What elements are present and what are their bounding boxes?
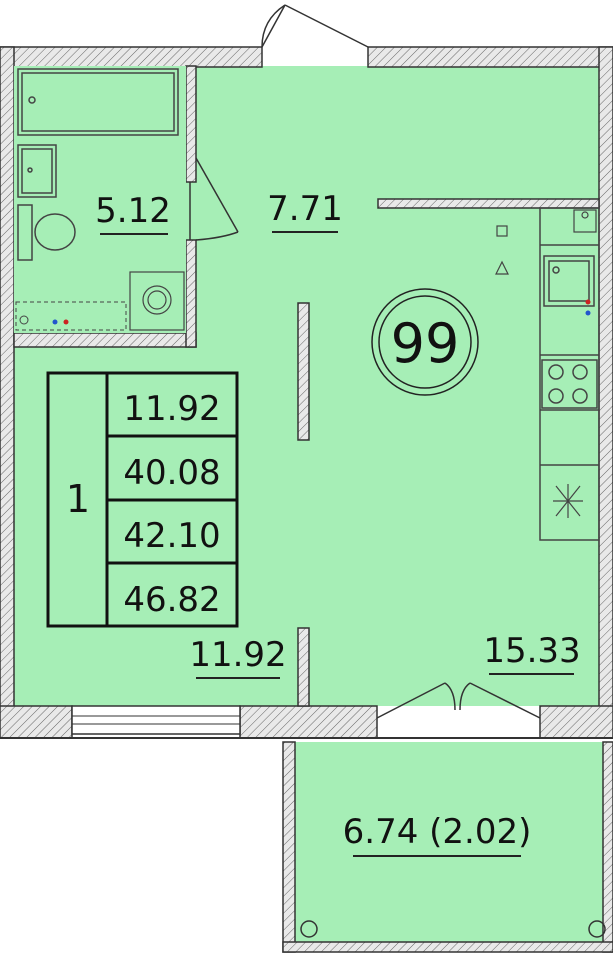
summary-total-area-reduced-balcony: 42.10 [123,516,220,556]
kitchen-sink [543,255,595,316]
balcony-door [376,682,541,719]
summary-living-area: 11.92 [123,389,220,429]
bathroom-floor [14,66,186,333]
kitchen-counter [539,207,600,541]
fridge [553,484,583,518]
balcony-floor [294,742,604,942]
summary-total-area-full-balcony: 46.82 [123,580,220,620]
kitchen-area-label: 15.33 [483,631,580,671]
toilet [17,204,76,261]
pillar-upper [297,302,310,441]
area-summary-table [46,371,239,628]
balcony-area-label: 6.74 (2.02) [343,812,532,852]
bathtub [17,68,179,136]
washbasin [17,144,57,198]
apartment-number: 99 [391,312,460,375]
summary-total-area: 40.08 [123,453,220,493]
apartment-number-badge: 99 [371,288,479,396]
living-room-area-label: 11.92 [189,635,286,675]
kitchen-partition [377,198,600,209]
bathroom-pipes [15,301,127,331]
bathroom-door [189,157,239,241]
entrance-door [261,4,369,48]
balcony-railing [282,741,613,953]
meter-icons [495,225,509,275]
bathroom-walls [13,65,197,348]
vent-shaft [573,209,597,233]
hallway-area-label: 7.71 [267,189,343,229]
shower-tray [129,271,185,331]
pillar-lower [297,627,310,707]
window [71,705,241,735]
room-count: 1 [66,477,90,521]
stove [541,359,598,409]
bathroom-area-label: 5.12 [95,191,171,231]
